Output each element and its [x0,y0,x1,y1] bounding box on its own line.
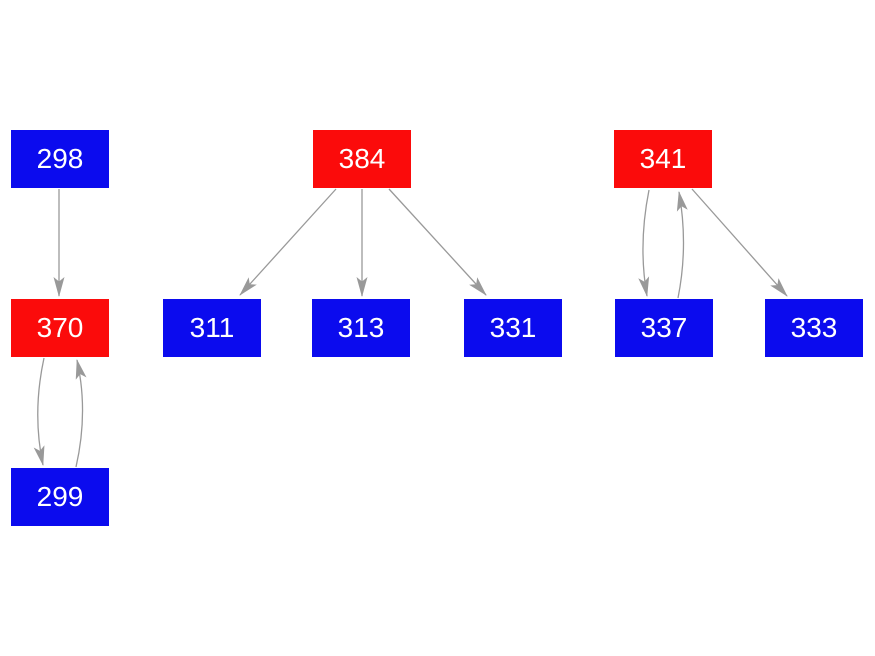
edge-341-337 [638,189,650,297]
node-label: 298 [36,143,84,174]
node-label: 331 [489,312,537,343]
node-label: 333 [790,312,838,343]
node-label: 311 [189,312,235,343]
node-384[interactable]: 384 [313,130,411,188]
node-label: 337 [640,312,688,343]
node-311[interactable]: 311 [163,299,261,357]
node-370[interactable]: 370 [11,299,109,357]
node-label: 313 [337,312,385,343]
edge-299-370 [75,359,87,468]
node-331[interactable]: 331 [464,299,562,357]
node-label: 370 [36,312,84,343]
node-299[interactable]: 299 [11,468,109,526]
node-label: 299 [36,481,84,512]
edge-384-311 [239,188,337,296]
node-313[interactable]: 313 [312,299,410,357]
node-341[interactable]: 341 [614,130,712,188]
node-333[interactable]: 333 [765,299,863,357]
node-label: 384 [338,143,386,174]
node-337[interactable]: 337 [615,299,713,357]
node-298[interactable]: 298 [11,130,109,188]
node-label: 341 [639,143,687,174]
edge-370-299 [33,357,45,466]
edge-341-333 [691,188,788,297]
edge-337-341 [676,191,688,299]
edge-384-331 [388,188,487,296]
